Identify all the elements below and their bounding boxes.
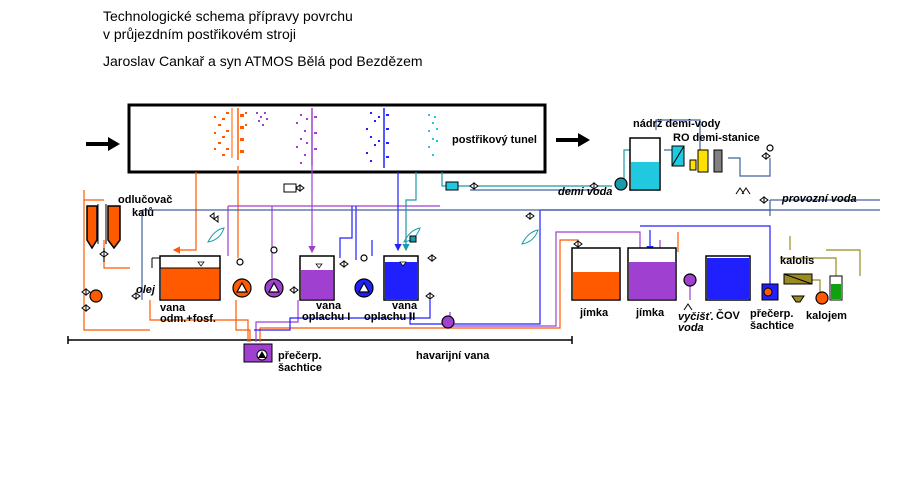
inlet-arrow <box>86 137 120 151</box>
cleaned-water-label-1: vyčišť. <box>678 311 714 323</box>
pump-shaft-1 <box>243 343 273 363</box>
sump-2 <box>627 247 677 301</box>
sludge-bin-label: kalojem <box>806 310 847 322</box>
pump-shaft2-label-1: přečerp. <box>750 308 794 320</box>
spray-zone-rinse-2 <box>366 108 389 168</box>
pumps <box>89 144 829 329</box>
sludge-press-label: kalolis <box>780 255 815 267</box>
cleaned-water-label-2: voda <box>678 322 704 334</box>
spray-zone-purple-1 <box>256 112 268 126</box>
separator-label-1: odlučovač <box>118 194 173 206</box>
oil-label: olej <box>136 284 155 296</box>
separator-label-2: kalů <box>132 207 155 219</box>
sludge-press <box>783 273 813 303</box>
spray-zone-degrease <box>214 108 247 160</box>
demi-tank-label: nádrž demi-vody <box>633 118 721 130</box>
bath-degrease-phosphate <box>151 255 221 301</box>
process-water-label: provozní voda <box>782 193 857 205</box>
ro-station-label: RO demi-stanice <box>673 132 760 144</box>
bath2-label-2: oplachu I <box>302 311 351 323</box>
pump-shaft-2 <box>761 283 779 301</box>
ro-demi-station <box>671 145 723 173</box>
demi-water-tank <box>629 137 661 191</box>
sump-1 <box>571 247 621 301</box>
pump-shaft-label-1: přečerp. <box>278 350 322 362</box>
demi-water-label: demi voda <box>558 186 613 198</box>
title-line-3: Jaroslav Cankař a syn ATMOS Bělá pod Bez… <box>103 53 423 69</box>
emergency-bath-label: havarijní vana <box>416 350 490 362</box>
inline-meters <box>283 181 459 243</box>
title-line-2: v průjezdním postřikovém stroji <box>103 26 296 42</box>
bath2-label-1: vana <box>316 300 342 312</box>
valves <box>81 152 771 312</box>
bath1-label-1: vana <box>160 302 186 314</box>
sludge-bin <box>829 275 843 301</box>
sludge-separator <box>86 204 121 262</box>
bath3-label-1: vana <box>392 300 418 312</box>
tunnel-label: postřikový tunel <box>452 134 537 146</box>
outlet-arrow <box>556 133 590 147</box>
bath-rinse-2 <box>383 255 419 301</box>
pipe-network <box>83 119 880 342</box>
spray-zone-demi <box>428 114 438 156</box>
sump1-label: jímka <box>580 307 609 319</box>
bath3-label-2: oplachu II <box>364 311 416 323</box>
floor-line <box>67 336 573 344</box>
bath-rinse-1 <box>299 255 335 301</box>
pump-shaft2-label-2: šachtice <box>750 320 795 332</box>
bath1-label-2: odm.+fosf. <box>160 313 216 325</box>
wastewater-treatment <box>705 255 751 301</box>
spray-gun-icons <box>207 227 539 245</box>
drain-symbols <box>683 187 751 311</box>
sump2-label: jímka <box>636 307 665 319</box>
spray-zone-rinse-1 <box>296 108 317 166</box>
wwtp-label: ČOV <box>716 310 740 322</box>
spray-tunnel <box>127 103 547 174</box>
pump-shaft-label-2: šachtice <box>278 362 323 374</box>
title-line-1: Technologické schema přípravy povrchu <box>103 8 353 24</box>
